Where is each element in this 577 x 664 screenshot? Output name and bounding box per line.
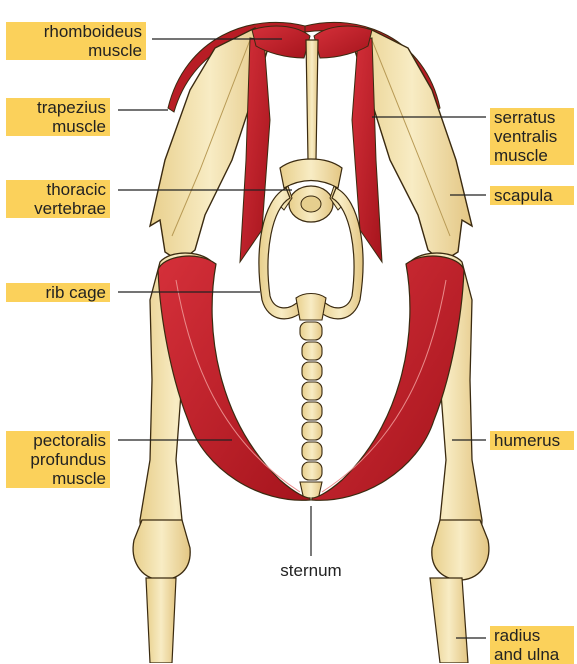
label-line: muscle <box>86 41 144 60</box>
label-line: ventralis <box>492 127 559 146</box>
label-line: rib cage <box>44 283 108 302</box>
label-line: and ulna <box>492 645 561 664</box>
label-line: serratus <box>492 108 557 127</box>
label-line: pectoralis <box>31 431 108 450</box>
label-pectoralis-profundus-muscle: pectoralis profundus muscle <box>6 431 110 488</box>
label-line: sternum <box>280 561 341 580</box>
label-humerus: humerus <box>490 431 574 450</box>
label-line: rhomboideus <box>42 22 144 41</box>
label-scapula: scapula <box>490 186 574 205</box>
label-radius-and-ulna: radius and ulna <box>490 626 574 664</box>
label-line: muscle <box>50 469 108 488</box>
label-line: muscle <box>50 117 108 136</box>
label-rib-cage: rib cage <box>6 283 110 302</box>
label-line: profundus <box>28 450 108 469</box>
label-line: muscle <box>492 146 550 165</box>
label-trapezius-muscle: trapezius muscle <box>6 98 110 136</box>
label-line: vertebrae <box>32 199 108 218</box>
label-serratus-ventralis-muscle: serratus ventralis muscle <box>490 108 574 165</box>
label-line: humerus <box>492 431 562 450</box>
label-line: scapula <box>492 186 555 205</box>
label-line: trapezius <box>35 98 108 117</box>
label-thoracic-vertebrae: thoracic vertebrae <box>6 180 110 218</box>
label-sternum: sternum <box>261 561 361 580</box>
radius-and-ulna <box>146 578 468 663</box>
label-rhomboideus-muscle: rhomboideus muscle <box>6 22 146 60</box>
label-line: radius <box>492 626 542 645</box>
sternum <box>296 294 326 501</box>
label-line: thoracic <box>44 180 108 199</box>
